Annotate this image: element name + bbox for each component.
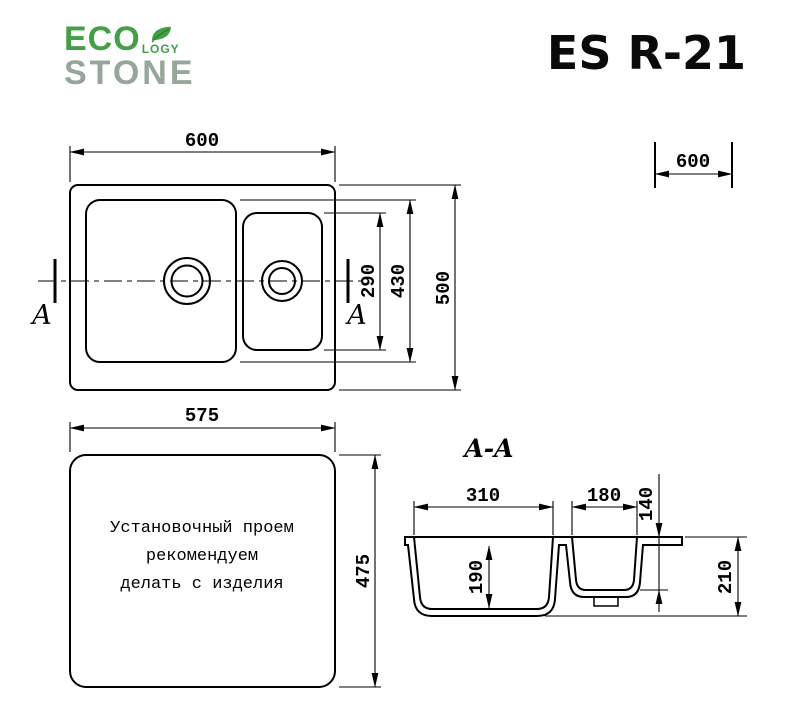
dim-section-left-bowl-depth: 190 [466,545,493,609]
dim-value: 475 [353,554,375,588]
dim-value: 190 [466,560,488,594]
dim-section-right-bowl-width: 180 [571,485,638,535]
dim-value: 430 [388,264,410,298]
cutout-note-line1: Установочный проем [110,519,294,538]
section-view: A-A 310 180 [404,434,747,617]
model-title: ES R-21 [546,26,746,80]
ecostone-logo: ECO LOGY STONE [64,22,196,90]
leaf-stem [151,28,170,43]
dim-cutout-height: 475 [339,454,381,688]
dim-section-right-bowl-depth: 140 [636,474,668,612]
cutout-note-line2: рекомендуем [146,547,258,566]
section-cut-markers: A A [29,259,367,331]
left-bowl-outer-wall [406,543,561,617]
drain-fitting [593,596,619,607]
dim-value: 310 [466,485,500,507]
dim-value: 500 [433,271,455,305]
logo-eco-text: ECO [64,20,141,58]
dim-value: 575 [185,405,219,427]
dim-large-bowl: 430 [240,199,416,363]
dim-value: 600 [676,151,710,173]
dim-section-left-bowl-width: 310 [413,485,554,535]
logo-leaf-group: LOGY [142,25,180,55]
section-letter-right: A [344,300,367,331]
logo-logy-text: LOGY [141,42,180,56]
section-title: A-A [462,434,513,463]
dim-value: 600 [185,130,219,152]
right-bowl-inner-wall [570,535,639,591]
cutout-note-line3: делать с изделия [120,575,283,594]
dim-plan-height: 500 [339,184,461,391]
dim-value: 210 [715,560,737,594]
dim-section-total-depth: 210 [545,536,747,617]
section-profile [404,535,683,617]
logo-top-row: ECO LOGY [64,22,196,56]
dim-cabinet-width: 600 [654,142,733,188]
dim-value: 140 [636,487,658,521]
cutout-outline [69,454,336,688]
section-letter-left: A [29,300,52,331]
leaf-icon [151,26,171,43]
dim-small-bowl: 290 [324,212,386,351]
cutout-view: Установочный проем рекомендуем делать с … [69,405,381,688]
logo-stone-text: STONE [64,54,196,92]
plan-view: A A 600 600 500 430 [29,130,733,391]
dim-value: 290 [358,264,380,298]
left-bowl-inner-wall [412,535,555,610]
dim-plan-width: 600 [69,130,336,182]
dim-value: 180 [587,485,621,507]
dim-cutout-width: 575 [69,405,336,452]
sink-outline [69,184,336,391]
